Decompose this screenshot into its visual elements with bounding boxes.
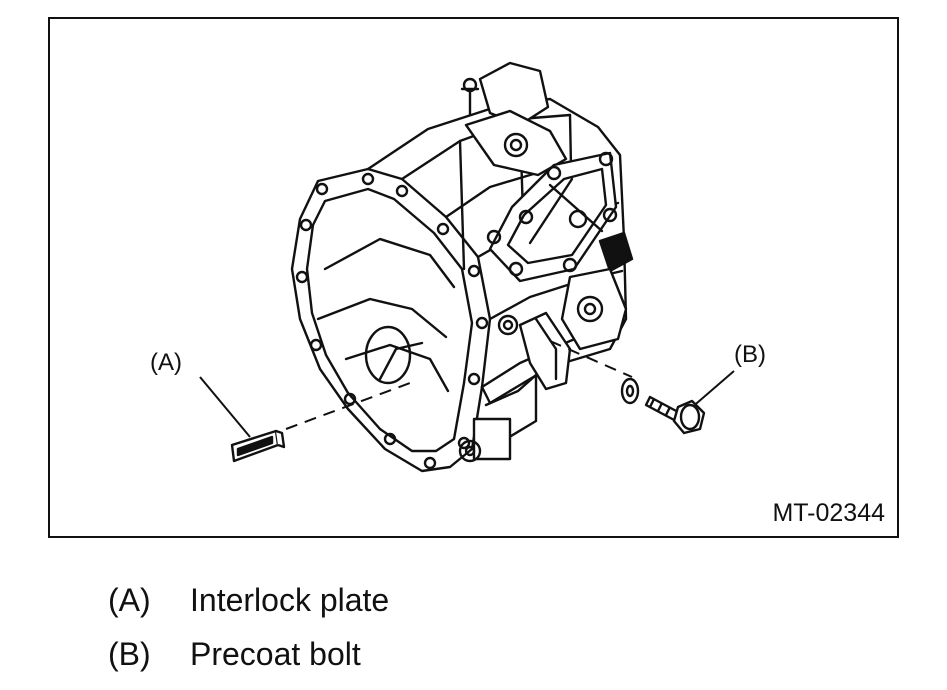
legend-item: (B) Precoat bolt xyxy=(108,636,389,690)
interlock-plate xyxy=(230,429,286,463)
legend-label: Interlock plate xyxy=(190,582,390,618)
transmission-illustration xyxy=(199,61,735,473)
legend-label: Precoat bolt xyxy=(190,636,361,672)
interlock-bracket xyxy=(497,311,572,391)
callout-a: (A) xyxy=(150,349,182,376)
leader-line-a xyxy=(199,376,251,438)
precoat-bolt xyxy=(644,395,706,435)
legend: (A) Interlock plate (B) Precoat bolt xyxy=(108,582,389,690)
callout-b: (B) xyxy=(734,341,766,368)
case-internal-ribs xyxy=(316,237,456,393)
legend-key: (A) xyxy=(108,582,151,618)
leader-line-b xyxy=(689,370,735,410)
flange-bolt-holes xyxy=(295,172,489,470)
bolt-guide-line xyxy=(549,340,633,378)
plate-guide-line xyxy=(285,382,411,430)
washer xyxy=(620,377,640,405)
legend-item: (A) Interlock plate xyxy=(108,582,389,636)
shift-cover xyxy=(460,61,568,177)
side-switch xyxy=(560,231,634,351)
legend-key: (B) xyxy=(108,636,151,672)
side-cover-plate xyxy=(486,151,618,283)
figure-id: MT-02344 xyxy=(772,499,885,527)
case-flange xyxy=(290,167,492,473)
figure-frame: (A) (B) MT-02344 xyxy=(48,17,899,538)
